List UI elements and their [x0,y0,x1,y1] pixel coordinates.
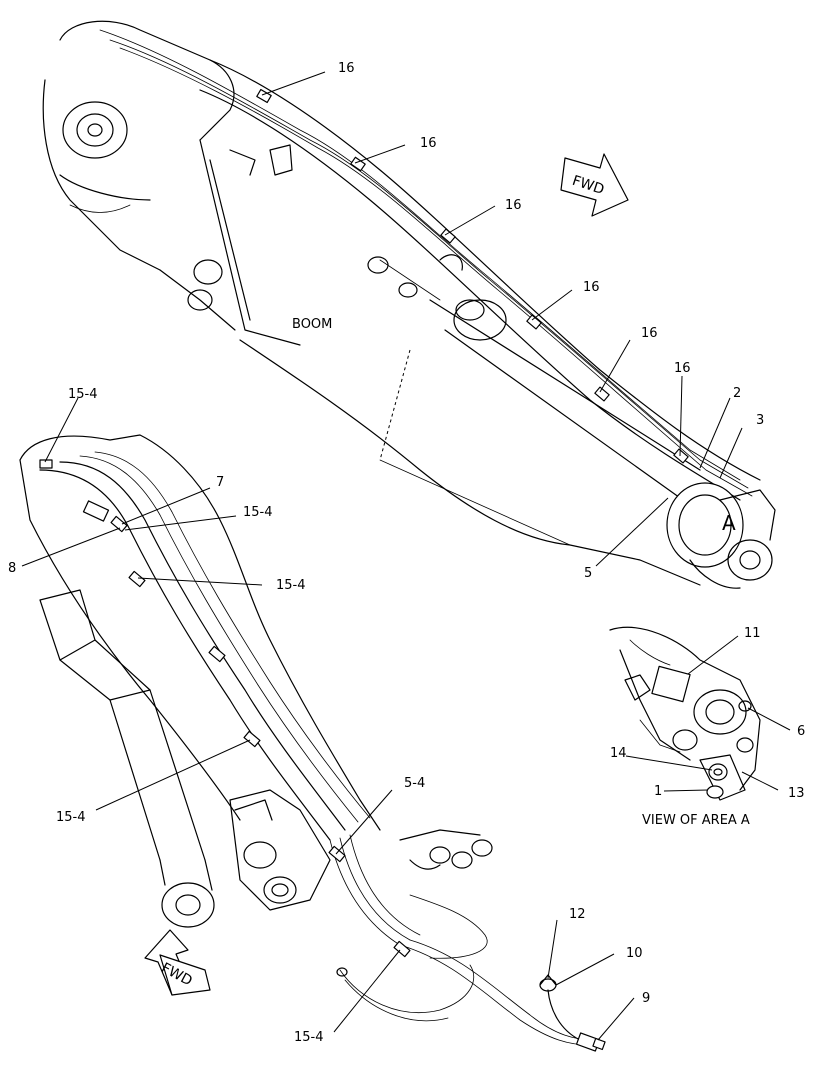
stick-assembly [19,434,606,1052]
fwd-arrow-top: FWD [560,153,629,217]
area-a-detail [609,626,761,801]
callout-15-4-b: 15-4 [243,505,273,520]
callout-5-4: 5-4 [404,776,425,791]
callout-6: 6 [797,724,805,739]
callout-3: 3 [756,413,764,428]
callout-15-4-a: 15-4 [68,387,98,402]
callout-16-a: 16 [338,61,355,76]
area-a-marker: A [722,511,736,535]
callout-16-e: 16 [641,326,658,341]
boom-label: BOOM [292,317,332,332]
callout-8: 8 [8,561,16,576]
callout-15-4-e: 15-4 [294,1030,324,1045]
callout-7: 7 [216,475,224,490]
view-area-a-caption: VIEW OF AREA A [642,813,750,828]
callout-14: 14 [610,746,627,761]
callout-12: 12 [569,907,586,922]
callout-9: 9 [642,991,650,1006]
callout-16-d: 16 [583,280,600,295]
callout-5: 5 [584,566,592,581]
leader-lines [21,71,791,1041]
callout-15-4-d: 15-4 [56,810,86,825]
callout-13: 13 [788,786,805,801]
callout-15-4-c: 15-4 [276,578,306,593]
callout-11: 11 [744,626,761,641]
callout-16-b: 16 [420,136,437,151]
callout-16-c: 16 [505,198,522,213]
callout-1: 1 [654,784,662,799]
callout-2: 2 [733,386,741,401]
fwd-arrow-bottom: FWD [144,929,211,996]
callout-10: 10 [626,946,643,961]
callouts: 16 16 16 16 16 16 2 3 5 15-4 7 15-4 8 15… [8,61,805,1045]
callout-16-f: 16 [674,361,691,376]
boom-assembly [42,20,776,589]
